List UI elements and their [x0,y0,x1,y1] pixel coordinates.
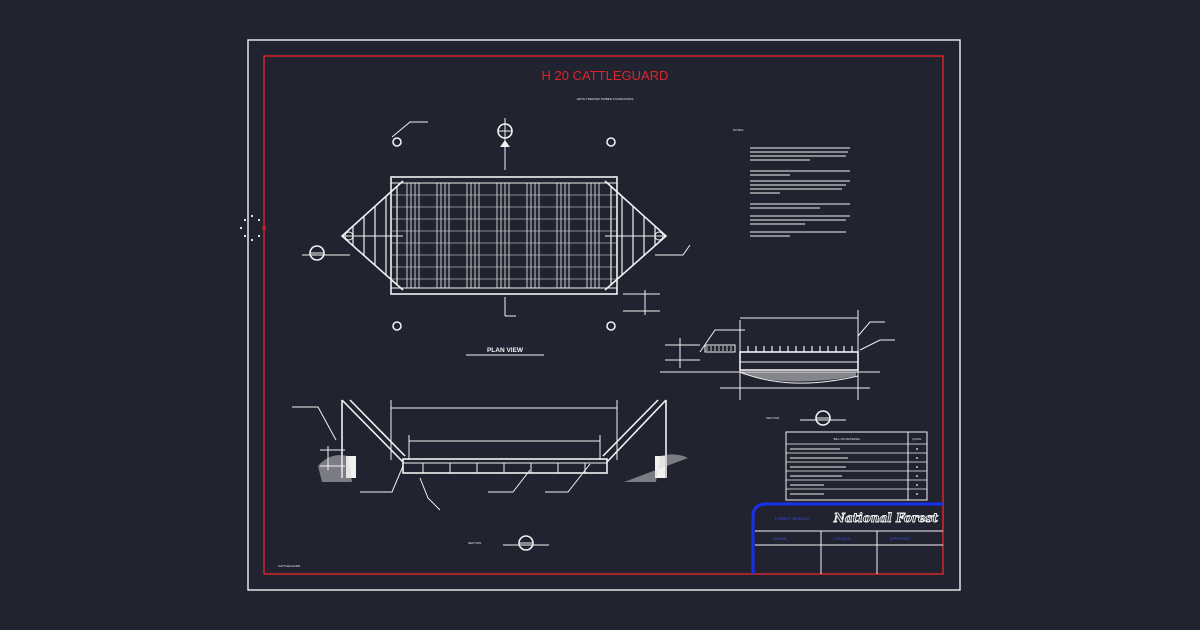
bom-qty-heading: QUAN. [912,437,922,441]
inner-sheet-border [263,55,944,575]
title-block [751,502,943,574]
section-detail-left [292,399,688,551]
title-block-cell-drawn: DRAWN [773,537,787,541]
section-label-left: SECTION [468,541,481,545]
plan-view-label: PLAN VIEW [487,347,524,354]
title-block-forest-name: National Forest [833,511,939,525]
notes-heading: NOTES [733,128,743,132]
notes-text-block [750,147,850,237]
drawing-title: H 20 CATTLEGUARD [542,68,669,83]
section-label-right: SECTION [766,416,779,420]
snap-marker [239,214,266,242]
title-block-cell-checked: CHECKED [833,537,851,541]
bill-of-material-table [785,431,928,501]
drawing-subtitle: (WITH TREATED TIMBER FOUNDATION) [577,97,634,101]
file-name: CATTLEGUARD [278,564,301,568]
outer-sheet-border [247,39,961,591]
bom-heading: BILL OF MATERIAL [834,437,861,441]
title-block-cell-approved: APPROVED [890,537,910,541]
plan-view [302,118,691,331]
section-detail-right [660,310,895,426]
title-block-dept: FOREST SERVICE [775,516,810,521]
